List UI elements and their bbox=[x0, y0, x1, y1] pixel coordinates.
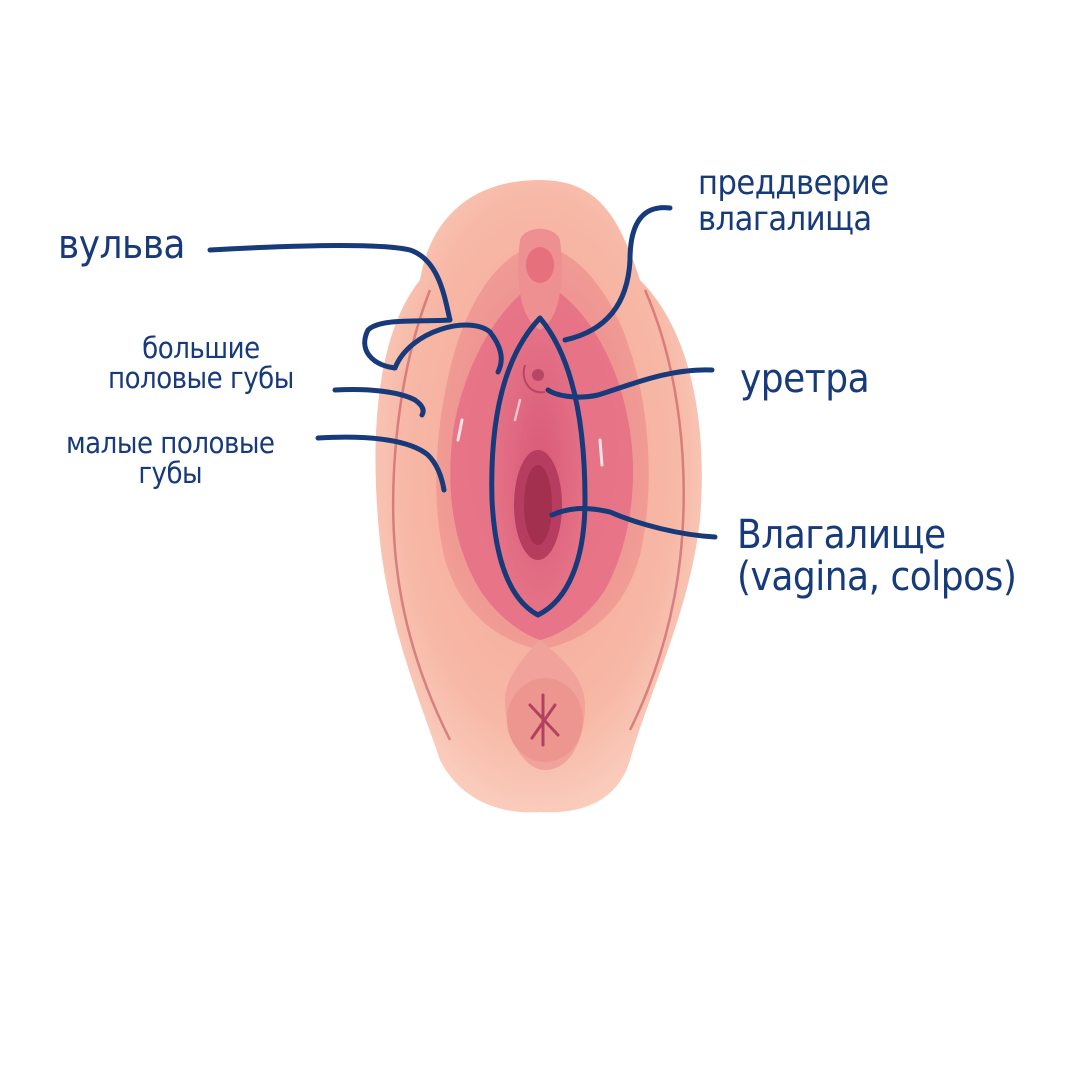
vulva-leader-line bbox=[207, 242, 504, 375]
labia-majora-leader-line bbox=[332, 387, 426, 418]
label-vagina-line2: (vagina, colpos) bbox=[737, 554, 1017, 600]
label-labia-minora-line1: малые половые bbox=[66, 426, 275, 460]
vagina-leader-line bbox=[549, 505, 718, 540]
label-vulva: вульва bbox=[58, 222, 185, 268]
anus-shape bbox=[528, 693, 560, 747]
clitoris-shape bbox=[526, 247, 554, 283]
label-labia-majora-line2: половые губы bbox=[108, 361, 294, 396]
label-vestibule: преддверие влагалища bbox=[698, 163, 889, 239]
leader-lines bbox=[207, 205, 718, 618]
label-vestibule-line2: влагалища bbox=[698, 198, 872, 239]
label-urethra: уретра bbox=[740, 356, 870, 402]
vestibule-leader-line bbox=[562, 205, 673, 343]
label-vestibule-line1: преддверие bbox=[698, 163, 889, 203]
labia-minora-leader-line bbox=[315, 434, 447, 493]
label-labia-majora-line1: большие bbox=[142, 331, 260, 365]
urethra-opening bbox=[532, 369, 544, 381]
label-labia-majora: большие половые губы bbox=[108, 333, 294, 394]
label-vagina-line1: Влагалище bbox=[737, 512, 946, 558]
label-vagina: Влагалище (vagina, colpos) bbox=[737, 512, 1017, 600]
label-labia-minora: малые половые губы bbox=[66, 428, 275, 489]
vestibule-outline bbox=[489, 315, 588, 618]
label-labia-minora-line2: губы bbox=[138, 456, 203, 491]
urethra-leader-line bbox=[545, 367, 715, 400]
